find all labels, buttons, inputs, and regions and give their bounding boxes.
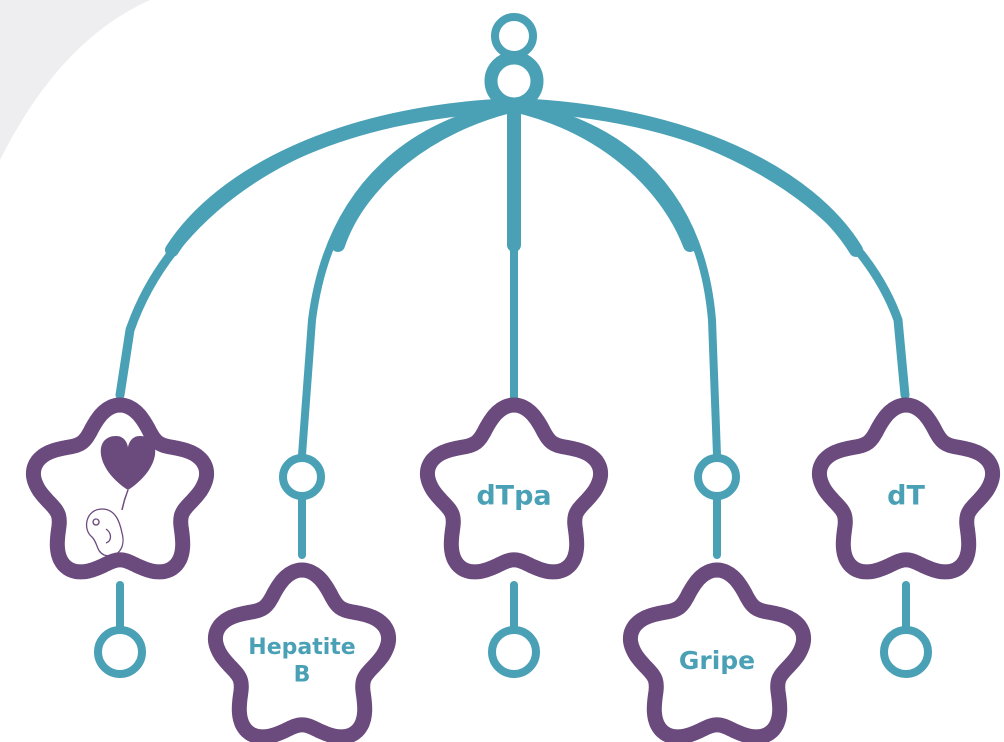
ring-icon — [880, 626, 932, 678]
flower-label: dTpa — [476, 480, 551, 511]
flower-shape — [811, 397, 1001, 580]
corner-swoosh — [0, 0, 150, 160]
ring-icon — [279, 454, 325, 500]
flower-label: Gripe — [679, 646, 755, 675]
flower-shape — [622, 562, 812, 742]
heart-balloon-fetus-icon — [85, 436, 156, 557]
flower-label: Hepatite — [248, 635, 355, 660]
ring-icon — [694, 454, 740, 500]
ring-icon — [488, 626, 540, 678]
flower-label: B — [294, 663, 311, 688]
pendant-rings — [94, 454, 932, 678]
flower-label: dT — [887, 480, 925, 511]
top-mount-ring — [484, 51, 544, 111]
flower-gripe: Gripe — [622, 562, 812, 742]
mobile-arms — [115, 98, 910, 634]
ring-icon — [94, 626, 146, 678]
flower-shape — [25, 397, 215, 580]
flower-dtpa: dTpa — [419, 397, 609, 580]
flower-dt: dT — [811, 397, 1001, 580]
flower-pregnancy — [25, 397, 215, 580]
top-hook-ring — [491, 13, 537, 59]
flower-shape — [207, 562, 397, 742]
flower-shape — [419, 397, 609, 580]
